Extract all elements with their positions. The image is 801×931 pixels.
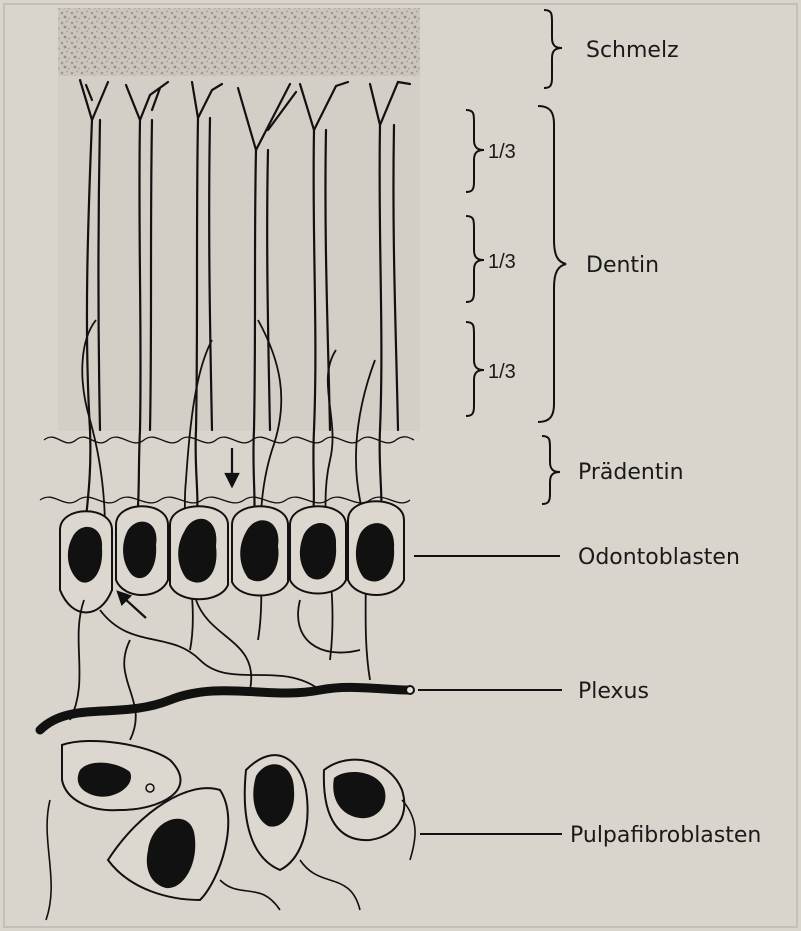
- brace-third-1: [466, 110, 484, 192]
- brace-praedentin: [542, 436, 560, 504]
- brace-third-3: [466, 322, 484, 416]
- pulp-fiber-1: [46, 800, 51, 920]
- pulp-fibroblasts: [62, 741, 404, 900]
- fibroblast-granule: [146, 784, 154, 792]
- plexus-fiber-1: [70, 600, 84, 720]
- plexus-vessel-end: [406, 686, 414, 694]
- predentin-top-line: [44, 437, 414, 443]
- plexus-fibers: [70, 600, 360, 740]
- arrow-down-head: [226, 474, 238, 486]
- plexus-fiber-5: [124, 640, 136, 740]
- label-braces: [414, 10, 566, 834]
- dentin-area: [58, 76, 420, 431]
- label-schmelz: Schmelz: [586, 40, 679, 62]
- brace-third-2: [466, 216, 484, 302]
- brace-schmelz: [544, 10, 562, 88]
- nucleus-6: [356, 523, 394, 581]
- label-third-1: 1/3: [488, 142, 516, 162]
- label-odontoblasten: Odontoblasten: [578, 547, 740, 569]
- brace-dentin: [538, 106, 566, 422]
- label-praedentin: Prädentin: [578, 462, 684, 484]
- arrow-diag-line: [124, 598, 146, 618]
- predentin-bottom-line: [40, 497, 410, 503]
- pulp-fiber-3: [300, 860, 360, 910]
- pulp-fiber-2: [220, 880, 280, 910]
- plexus-fiber-4: [298, 600, 360, 653]
- enamel-layer: [58, 8, 420, 76]
- label-third-2: 1/3: [488, 252, 516, 272]
- plexus-vessel: [40, 687, 410, 730]
- label-dentin: Dentin: [586, 255, 659, 277]
- label-pulpafibroblasten: Pulpafibroblasten: [570, 825, 761, 847]
- label-third-3: 1/3: [488, 362, 516, 382]
- odontoblast-cells: [60, 501, 404, 612]
- plexus-fiber-3: [196, 600, 251, 690]
- label-plexus: Plexus: [578, 681, 649, 703]
